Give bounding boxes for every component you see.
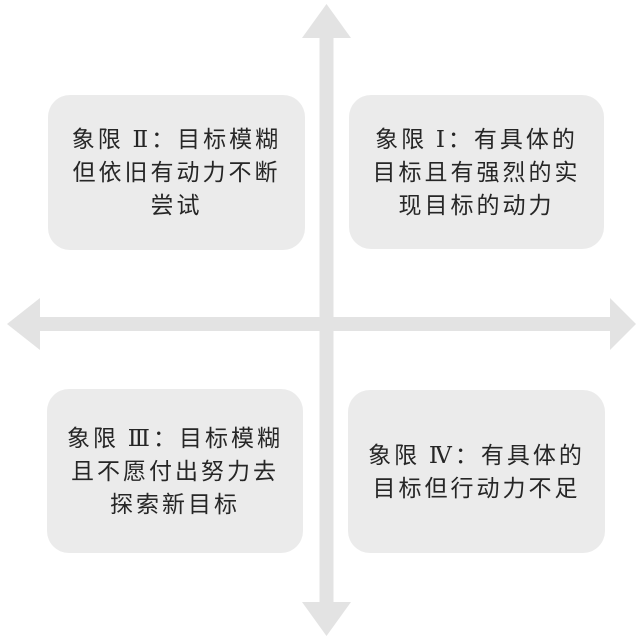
quadrant-2-label: 象限 Ⅱ：目标模糊 但依旧有动力不断 尝试: [71, 127, 282, 218]
quadrant-2-box: 象限 Ⅱ：目标模糊 但依旧有动力不断 尝试: [48, 95, 305, 250]
quadrant-1-label: 象限 Ⅰ：有具体的 目标且有强烈的实 现目标的动力: [372, 126, 581, 218]
quadrant-3-box: 象限 Ⅲ：目标模糊 且不愿付出努力去 探索新目标: [47, 389, 303, 553]
quadrant-3-label: 象限 Ⅲ：目标模糊 且不愿付出努力去 探索新目标: [67, 425, 283, 517]
quadrant-4-box: 象限 Ⅳ：有具体的 目标但行动力不足: [348, 390, 605, 553]
horizontal-axis-line: [36, 317, 612, 331]
up-arrow-icon: [302, 4, 351, 38]
left-arrow-icon: [7, 298, 40, 350]
down-arrow-icon: [302, 602, 351, 636]
quadrant-1-box: 象限 Ⅰ：有具体的 目标且有强烈的实 现目标的动力: [349, 95, 604, 249]
right-arrow-icon: [610, 298, 636, 350]
quadrant-4-label: 象限 Ⅳ：有具体的 目标但行动力不足: [368, 442, 585, 501]
